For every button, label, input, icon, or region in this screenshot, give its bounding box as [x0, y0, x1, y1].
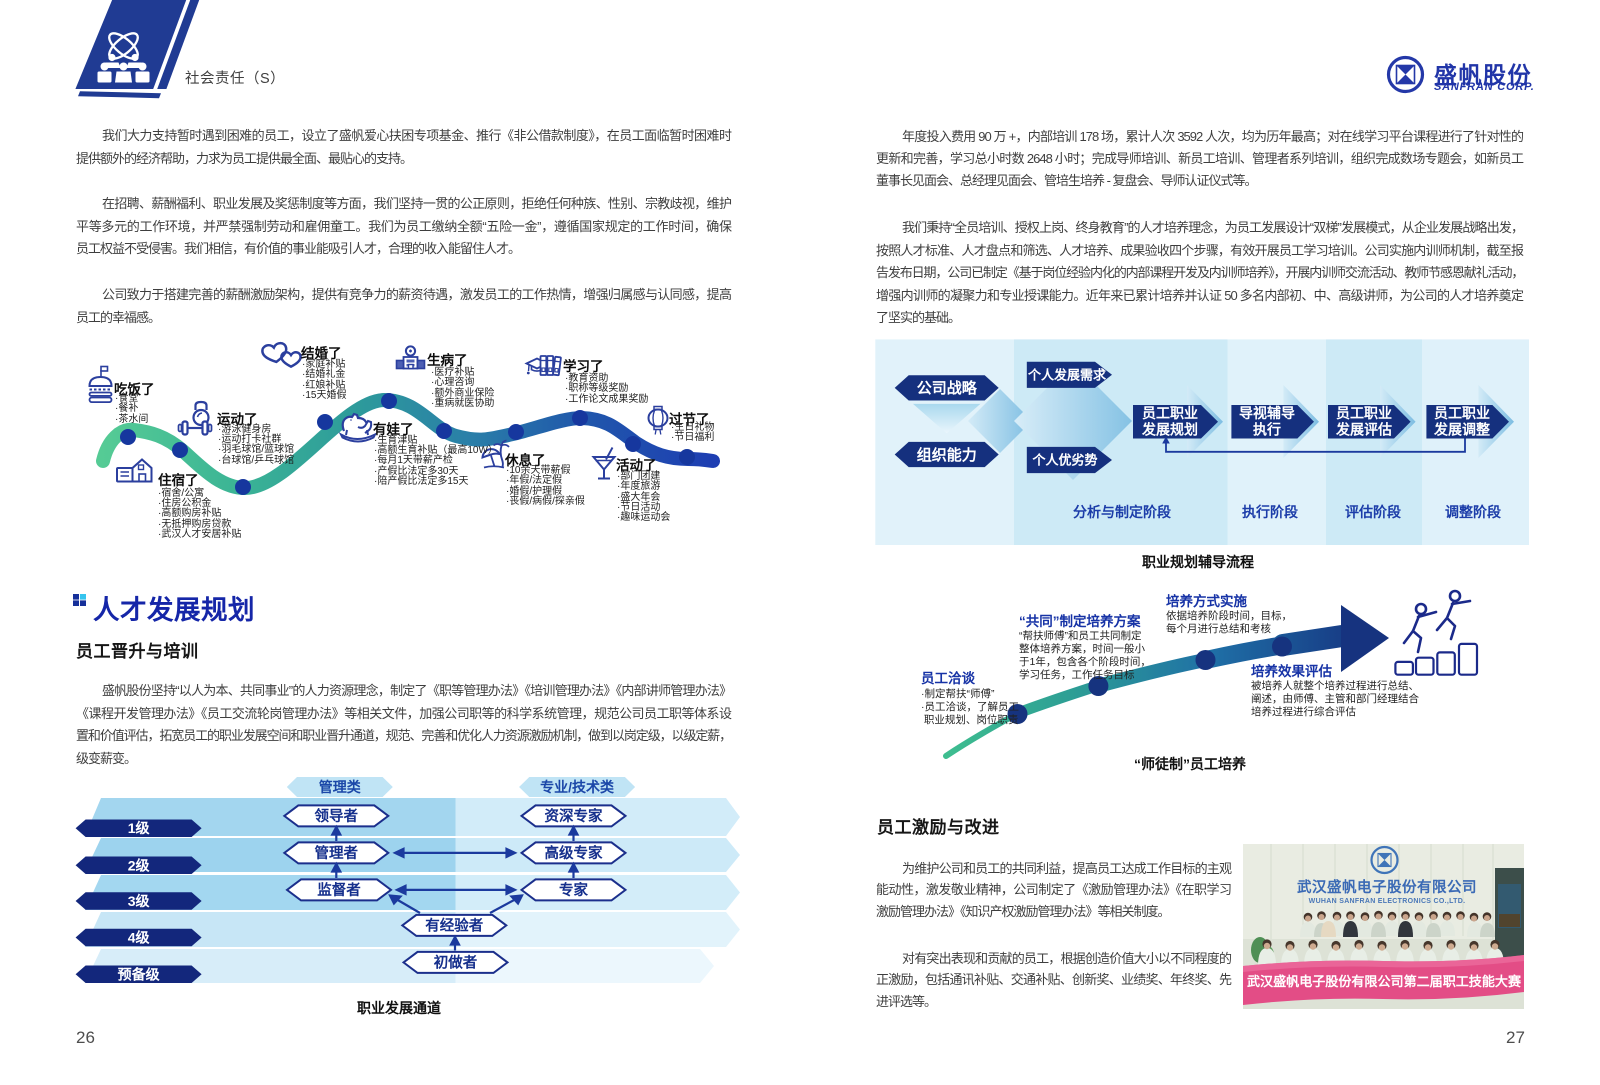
svg-text:监督者: 监督者 — [317, 881, 361, 899]
svg-text:员工职业: 员工职业 — [1142, 405, 1198, 421]
svg-text:资深专家: 资深专家 — [545, 807, 603, 825]
svg-text:武汉盛帆电子股份有限公司第二届职工技能大赛: 武汉盛帆电子股份有限公司第二届职工技能大赛 — [1247, 973, 1522, 989]
svg-text:有经验者: 有经验者 — [425, 917, 483, 935]
svg-text:武汉盛帆电子股份有限公司: 武汉盛帆电子股份有限公司 — [1297, 878, 1477, 896]
svg-text:公司战略: 公司战略 — [917, 379, 978, 397]
svg-text:组织能力: 组织能力 — [917, 446, 977, 464]
svg-text:发展评估: 发展评估 — [1335, 422, 1392, 438]
svg-text:导视辅导: 导视辅导 — [1239, 405, 1295, 421]
svg-text:初做者: 初做者 — [434, 954, 478, 972]
svg-text:管理类: 管理类 — [319, 779, 362, 795]
svg-text:执行: 执行 — [1253, 422, 1281, 438]
svg-text:员工职业: 员工职业 — [1336, 405, 1392, 421]
svg-text:发展规划: 发展规划 — [1141, 422, 1198, 438]
svg-text:高级专家: 高级专家 — [545, 844, 603, 862]
svg-text:领导者: 领导者 — [315, 807, 359, 825]
svg-text:4级: 4级 — [128, 930, 151, 946]
svg-text:个人优劣势: 个人优劣势 — [1031, 453, 1097, 468]
svg-text:专业/技术类: 专业/技术类 — [540, 779, 615, 795]
svg-text:管理者: 管理者 — [315, 844, 359, 862]
svg-text:员工职业: 员工职业 — [1434, 405, 1490, 421]
svg-text:WUHAN SANFRAN ELECTRONICS CO.,: WUHAN SANFRAN ELECTRONICS CO.,LTD. — [1309, 898, 1466, 905]
svg-text:3级: 3级 — [128, 893, 151, 909]
svg-text:专家: 专家 — [559, 881, 588, 899]
svg-text:发展调整: 发展调整 — [1433, 422, 1491, 438]
svg-text:2级: 2级 — [128, 857, 151, 873]
svg-text:1级: 1级 — [128, 820, 151, 836]
svg-text:个人发展需求: 个人发展需求 — [1027, 368, 1107, 383]
svg-text:预备级: 预备级 — [118, 966, 161, 982]
